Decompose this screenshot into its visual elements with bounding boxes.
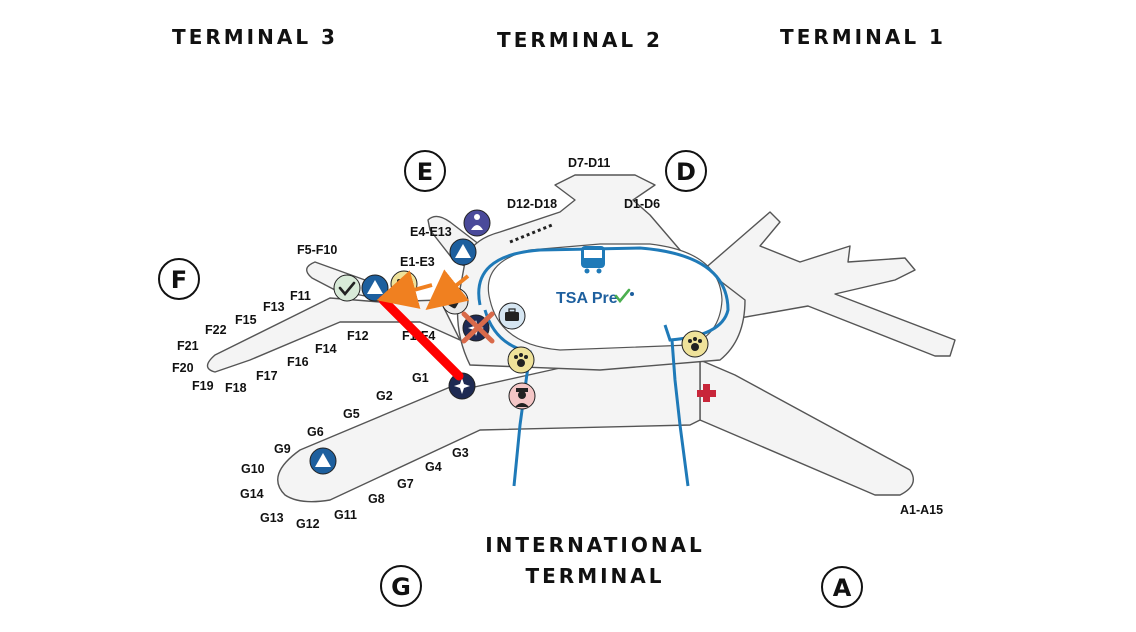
gate-g7: G7 xyxy=(397,477,414,491)
nursing-room-icon xyxy=(463,209,491,237)
police-icon xyxy=(508,382,536,410)
concourse-a xyxy=(699,359,914,496)
boarding-area-d-letter: D xyxy=(676,158,696,186)
gate-g1: G1 xyxy=(412,371,429,385)
gate-f19: F19 xyxy=(192,379,214,393)
luggage-icon xyxy=(498,302,526,330)
x-mark-icon xyxy=(461,311,495,344)
gate-e1-e3: E1-E3 xyxy=(400,255,435,269)
gate-f20: F20 xyxy=(172,361,194,375)
tsa-check-icon xyxy=(614,288,631,304)
gate-g13: G13 xyxy=(260,511,284,525)
hub-courtyard xyxy=(487,243,723,351)
gate-f16: F16 xyxy=(287,355,309,369)
gate-g8: G8 xyxy=(368,492,385,506)
gate-f18: F18 xyxy=(225,381,247,395)
boarding-area-g: G xyxy=(380,565,422,607)
orange-arrow-2 xyxy=(425,269,470,310)
gate-e4-e13: E4-E13 xyxy=(410,225,452,239)
boarding-area-a-letter: A xyxy=(833,574,852,602)
gate-f17: F17 xyxy=(256,369,278,383)
concourse-right-wing xyxy=(679,211,956,357)
gate-g9: G9 xyxy=(274,442,291,456)
checkmark-icon xyxy=(333,274,361,302)
boarding-area-e-letter: E xyxy=(417,158,433,186)
gate-d12-d18: D12-D18 xyxy=(507,197,557,211)
boarding-area-d: D xyxy=(665,150,707,192)
tsa-registered-mark xyxy=(630,292,634,296)
gate-g3: G3 xyxy=(452,446,469,460)
gate-labels: D7-D11 D12-D18 D1-D6 E4-E13 E1-E3 F5-F10… xyxy=(172,156,943,531)
terminal-2-title: TERMINAL 2 xyxy=(497,28,663,52)
gate-g4: G4 xyxy=(425,460,442,474)
pet-relief-icon-hub xyxy=(507,346,535,374)
gate-f21: F21 xyxy=(177,339,199,353)
gate-d7-d11: D7-D11 xyxy=(568,156,610,170)
boarding-area-a: A xyxy=(821,566,863,608)
information-icon-g xyxy=(309,447,337,475)
gate-f22: F22 xyxy=(205,323,227,337)
dotted-connector xyxy=(509,223,553,244)
gate-g5: G5 xyxy=(343,407,360,421)
boarding-area-e: E xyxy=(404,150,446,192)
bus-icon xyxy=(581,246,605,274)
boarding-area-f: F xyxy=(158,258,200,300)
gate-f12: F12 xyxy=(347,329,369,343)
gate-g12: G12 xyxy=(296,517,320,531)
gate-f11: F11 xyxy=(290,289,311,303)
red-route-line xyxy=(378,295,464,381)
gate-f5-f10: F5-F10 xyxy=(297,243,337,257)
gate-g2: G2 xyxy=(376,389,393,403)
tsa-precheck-label: TSA Pre xyxy=(556,290,618,307)
gate-f15: F15 xyxy=(235,313,257,327)
international-terminal-title-line1: INTERNATIONAL xyxy=(485,533,705,557)
gate-a1-a15: A1-A15 xyxy=(900,503,943,517)
medical-cross-icon xyxy=(697,384,716,402)
information-icon-e xyxy=(449,238,477,266)
boarding-area-g-letter: G xyxy=(391,573,411,601)
gate-g14: G14 xyxy=(240,487,264,501)
international-terminal-title-line2: TERMINAL xyxy=(525,564,665,588)
terminal-3-title: TERMINAL 3 xyxy=(172,25,338,49)
gate-g6: G6 xyxy=(307,425,324,439)
gate-g10: G10 xyxy=(241,462,265,476)
orange-arrow-1 xyxy=(376,270,433,309)
concourse-g xyxy=(277,359,701,503)
gate-f14: F14 xyxy=(315,342,337,356)
gate-f13: F13 xyxy=(263,300,285,314)
terminal-1-title: TERMINAL 1 xyxy=(780,25,946,49)
gate-d1-d6: D1-D6 xyxy=(624,197,660,211)
boarding-area-f-letter: F xyxy=(171,266,187,294)
gate-g11: G11 xyxy=(334,508,357,522)
pet-relief-icon-d xyxy=(681,330,709,358)
